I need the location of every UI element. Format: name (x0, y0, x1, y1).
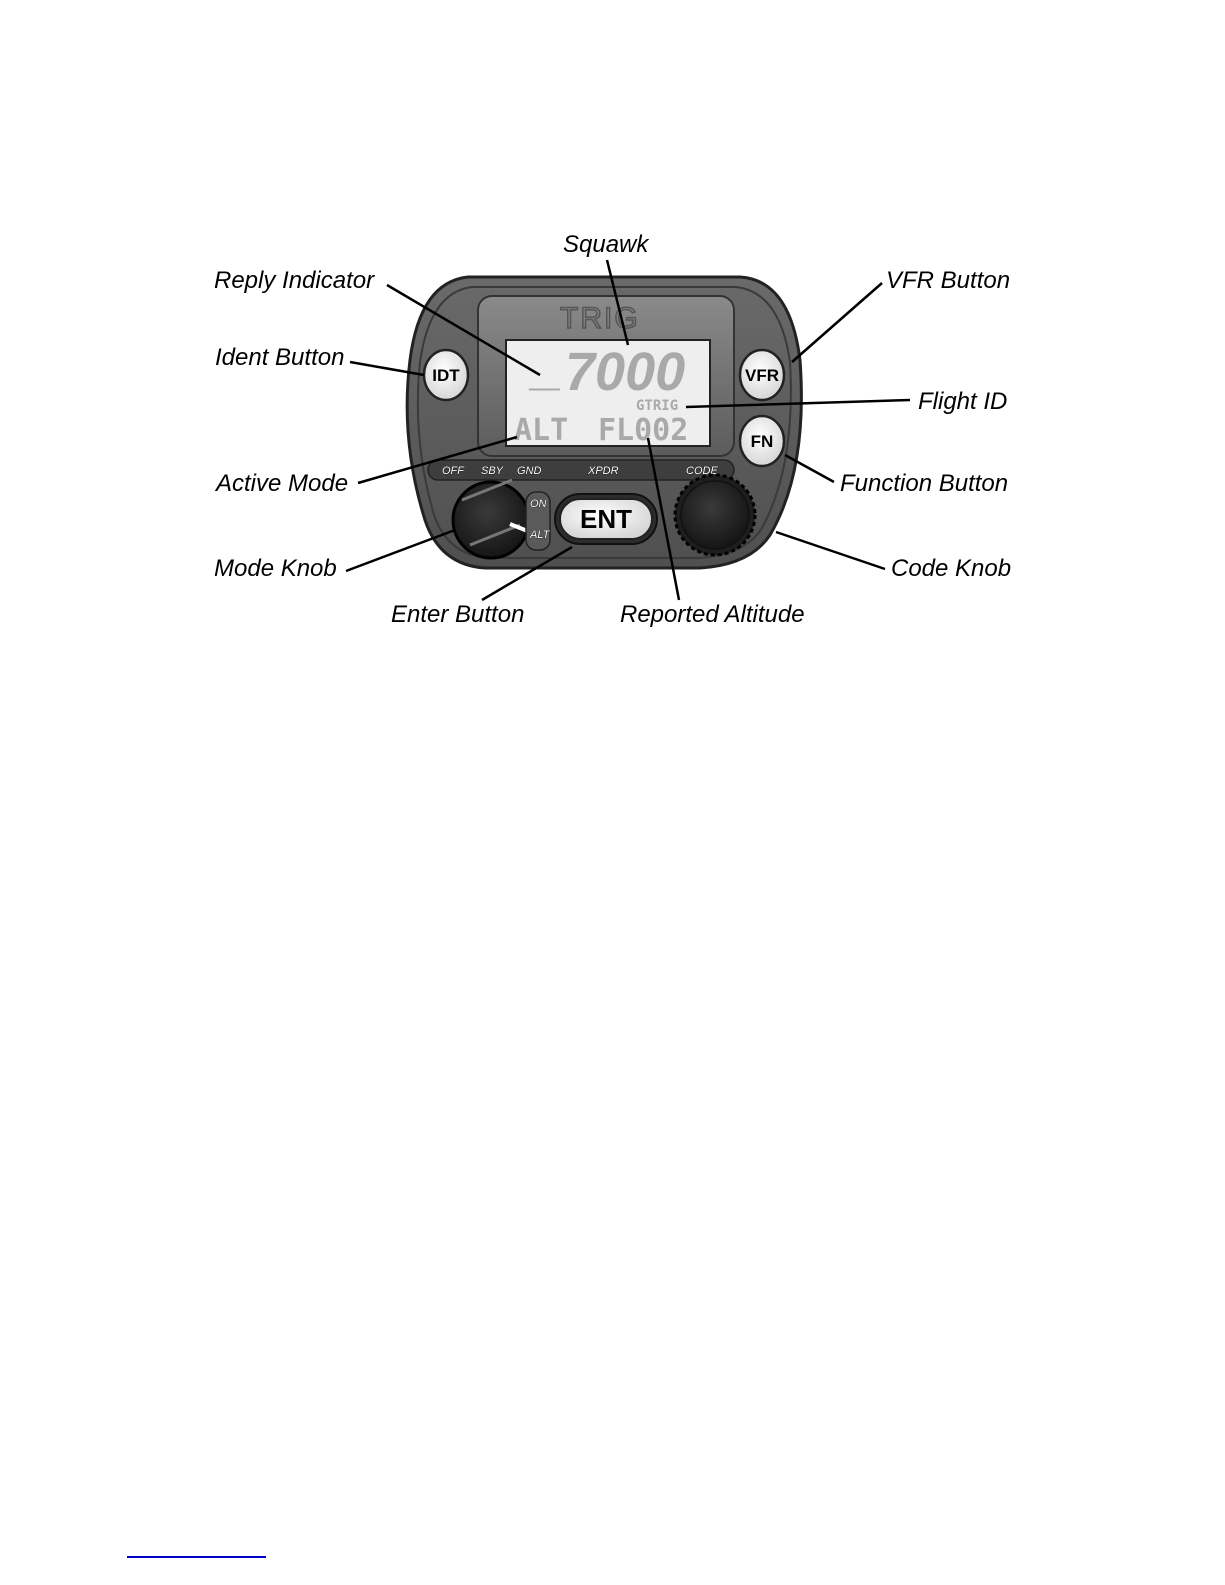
footnote-rule (127, 1556, 266, 1558)
callout-code-knob: Code Knob (891, 555, 1011, 582)
vfr-button-label: VFR (745, 366, 779, 385)
mode-label-alt: ALT (529, 529, 551, 541)
mode-knob-leader (346, 530, 455, 571)
enter-button[interactable]: ENT (555, 494, 657, 544)
mode-knob[interactable] (453, 480, 530, 558)
mode-label-off: OFF (442, 465, 465, 477)
callout-enter-button: Enter Button (391, 601, 524, 628)
brand-logo: TRIG (560, 302, 640, 335)
reply-indicator: _ (528, 336, 562, 396)
function-button-label: FN (751, 432, 774, 451)
xpdr-label: XPDR (587, 465, 619, 477)
code-knob[interactable] (675, 475, 755, 555)
callout-mode-knob: Mode Knob (214, 555, 337, 582)
transponder-unit: TRIG _ 7000 GTRIG ALT FL002 IDT VFR FN O… (407, 277, 801, 568)
ident-button-label: IDT (432, 366, 460, 385)
callout-flight-id: Flight ID (918, 388, 1007, 415)
mode-label-sby: SBY (481, 465, 504, 477)
enter-button-label: ENT (580, 504, 632, 534)
function-button[interactable]: FN (740, 416, 784, 466)
mode-label-gnd: GND (517, 465, 542, 477)
callout-ident-button: Ident Button (215, 344, 344, 371)
flight-id: GTRIG (636, 398, 678, 414)
squawk-code: 7000 (565, 342, 685, 402)
callout-reported-altitude: Reported Altitude (620, 601, 805, 628)
code-knob-leader (776, 532, 885, 569)
vfr-button-leader (792, 283, 882, 362)
callout-reply-indicator: Reply Indicator (214, 267, 375, 294)
mode-label-on: ON (530, 498, 547, 510)
active-mode: ALT (514, 413, 568, 448)
reported-altitude: FL002 (598, 413, 688, 448)
callout-vfr-button: VFR Button (886, 267, 1010, 294)
vfr-button[interactable]: VFR (740, 350, 784, 400)
ident-button[interactable]: IDT (424, 350, 468, 400)
callout-function-button: Function Button (840, 470, 1008, 497)
callout-active-mode: Active Mode (214, 470, 348, 497)
callout-squawk: Squawk (563, 231, 650, 258)
